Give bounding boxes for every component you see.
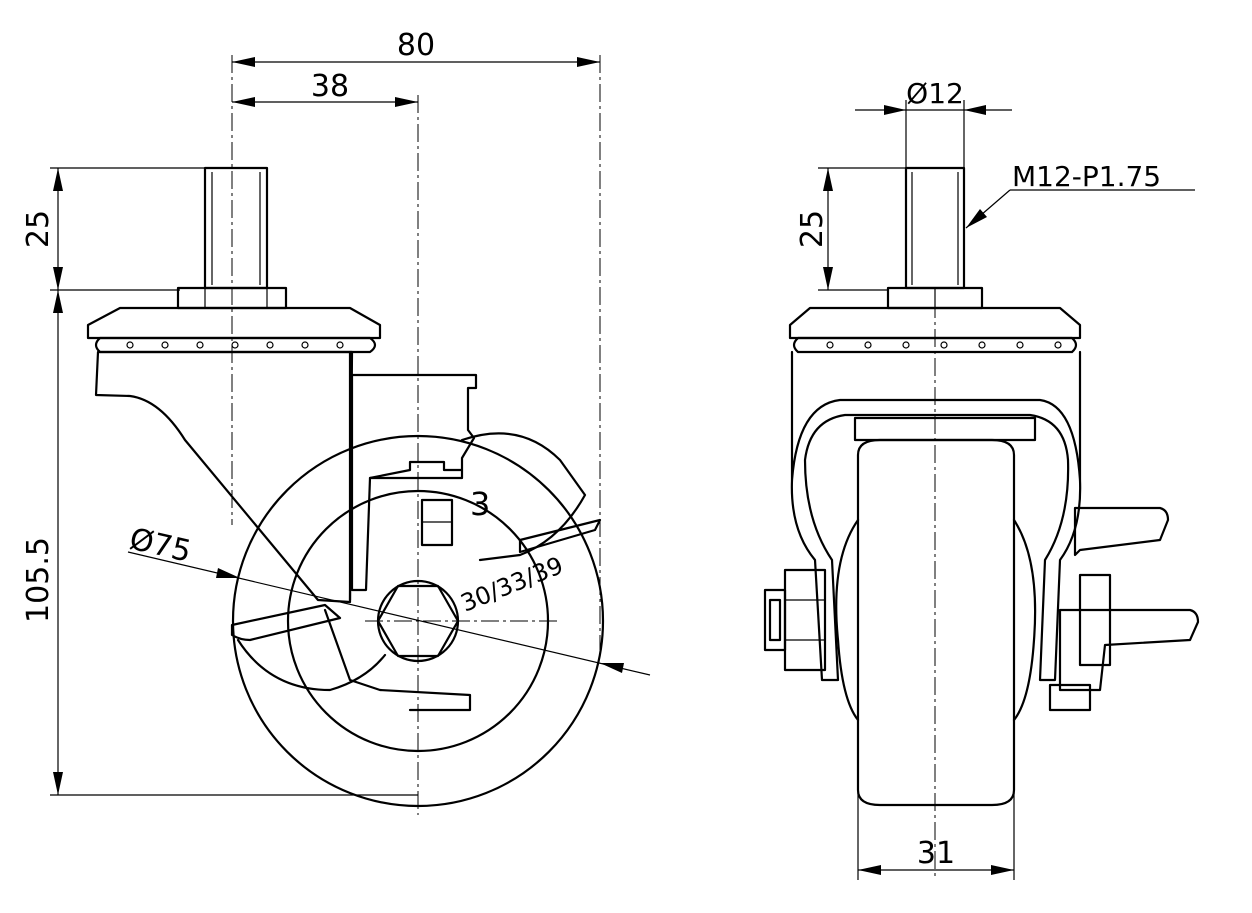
brake-pedal bbox=[230, 518, 602, 712]
fork-front bbox=[790, 350, 1082, 682]
threaded-stem-front bbox=[904, 166, 966, 290]
brake-lever-front bbox=[1048, 506, 1200, 712]
svg-text:80: 80 bbox=[397, 28, 435, 63]
svg-text:105.5: 105.5 bbox=[21, 537, 56, 623]
dim-stem-length-side: 25 bbox=[21, 167, 205, 291]
svg-text:M12-P1.75: M12-P1.75 bbox=[1012, 160, 1161, 193]
threaded-stem bbox=[203, 166, 269, 290]
front-view: Ø12 M12-P1.75 25 31 bbox=[763, 77, 1200, 880]
brake-positions-label: 30/33/39 bbox=[457, 551, 567, 617]
side-view: 80 38 25 105.5 bbox=[21, 28, 651, 815]
swivel-raceway bbox=[86, 306, 382, 354]
dim-overall-width: 80 bbox=[232, 28, 600, 67]
dim-stem-diameter: Ø12 bbox=[855, 77, 1012, 168]
axle-nut-left bbox=[763, 568, 827, 672]
dim-offset: 38 bbox=[232, 69, 418, 107]
svg-text:Ø75: Ø75 bbox=[126, 522, 194, 570]
svg-text:25: 25 bbox=[21, 210, 56, 248]
fork-bracket bbox=[94, 350, 354, 604]
svg-text:Ø12: Ø12 bbox=[906, 77, 964, 110]
svg-text:25: 25 bbox=[795, 210, 830, 248]
dim-wheel-width: 31 bbox=[857, 790, 1015, 880]
swivel-raceway-front bbox=[788, 306, 1082, 354]
dim-overall-height: 105.5 bbox=[21, 290, 418, 796]
side-center-lines bbox=[231, 55, 601, 815]
thread-callout: M12-P1.75 bbox=[965, 160, 1195, 229]
svg-text:38: 38 bbox=[311, 69, 349, 104]
wheel-front bbox=[835, 438, 1037, 807]
dim-wheel-diameter: Ø75 bbox=[126, 522, 651, 676]
svg-text:31: 31 bbox=[917, 836, 955, 871]
bracket-mark: 3 bbox=[470, 485, 490, 523]
dim-stem-length-front: 25 bbox=[795, 167, 906, 291]
